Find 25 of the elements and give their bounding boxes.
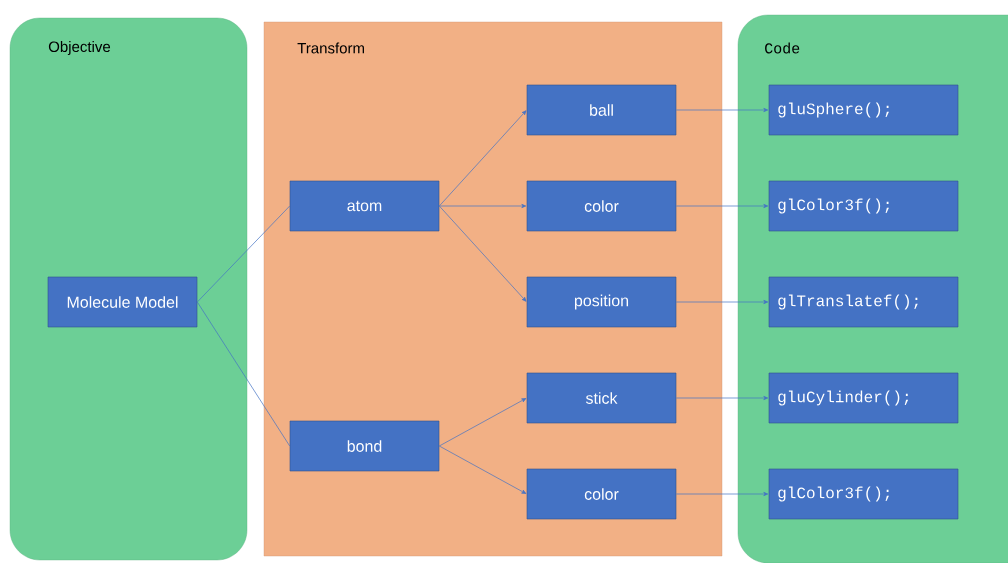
arrow: [675, 395, 769, 401]
process-box: position: [526, 276, 677, 328]
code-box: gluSphere();: [768, 84, 959, 136]
process-box: color: [526, 180, 677, 232]
process-box: Molecule Model: [47, 276, 198, 328]
process-box: color: [526, 468, 677, 520]
arrow: [675, 203, 769, 209]
arrow: [438, 203, 527, 209]
process-box: bond: [289, 420, 440, 472]
arrow: [675, 491, 769, 497]
process-box: ball: [526, 84, 677, 136]
code-box: glTranslatef();: [768, 276, 959, 328]
arrow: [675, 107, 769, 113]
process-box: stick: [526, 372, 677, 424]
code-box: gluCylinder();: [768, 372, 959, 424]
arrow: [438, 445, 527, 494]
arrow: [675, 299, 769, 305]
code-box: glColor3f();: [768, 468, 959, 520]
connector-line: [196, 301, 291, 447]
connector-line: [196, 205, 291, 303]
arrow: [438, 205, 527, 302]
code-box: glColor3f();: [768, 180, 959, 232]
arrow: [438, 110, 527, 207]
arrow: [438, 398, 527, 447]
process-box: atom: [289, 180, 440, 232]
